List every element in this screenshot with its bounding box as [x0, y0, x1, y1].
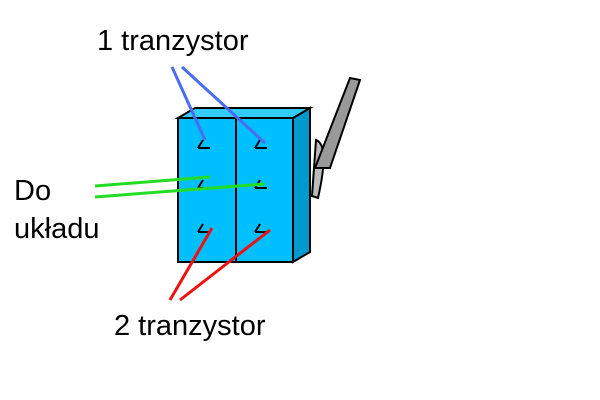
red-wires	[168, 227, 271, 302]
label-1-tranzystor: 1 tranzystor	[97, 25, 249, 57]
label-2-tranzystor: 2 tranzystor	[114, 310, 266, 342]
label-ukladu: układu	[14, 213, 99, 245]
green-wires	[94, 175, 266, 199]
switch-side-face	[292, 106, 311, 264]
blue-wires	[170, 65, 267, 145]
toggle-lever-icon	[310, 76, 362, 200]
switch-top-face	[174, 107, 314, 119]
label-do: Do	[14, 175, 51, 207]
